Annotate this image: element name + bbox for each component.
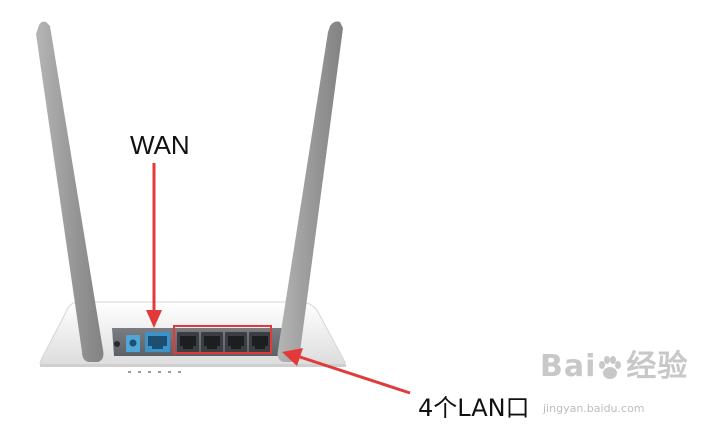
watermark-brand-suffix: 经验 — [626, 349, 689, 384]
watermark-brand: Bai 经验 — [540, 350, 688, 384]
left-antenna — [36, 21, 104, 362]
lan-port-3 — [225, 332, 247, 352]
lan-port-1 — [177, 332, 199, 352]
lan-highlight-box — [173, 325, 272, 354]
vent-dots — [128, 371, 181, 373]
lan-port-4 — [249, 332, 271, 352]
baidu-jingyan-watermark: Bai 经验 jingyan.baidu.com — [540, 350, 690, 430]
wan-label: WAN — [130, 130, 190, 160]
lan-label: 4个LAN口 — [418, 394, 530, 422]
wan-port — [145, 332, 170, 352]
right-antenna — [277, 21, 343, 362]
lan-arrow-icon — [282, 348, 411, 395]
wan-arrow-icon — [146, 163, 162, 328]
lan-port-2 — [201, 332, 223, 352]
power-hole — [114, 341, 120, 347]
watermark-url: jingyan.baidu.com — [543, 402, 645, 415]
paw-icon — [599, 356, 621, 379]
watermark-brand-prefix: Bai — [540, 349, 597, 384]
power-jack — [126, 335, 140, 352]
